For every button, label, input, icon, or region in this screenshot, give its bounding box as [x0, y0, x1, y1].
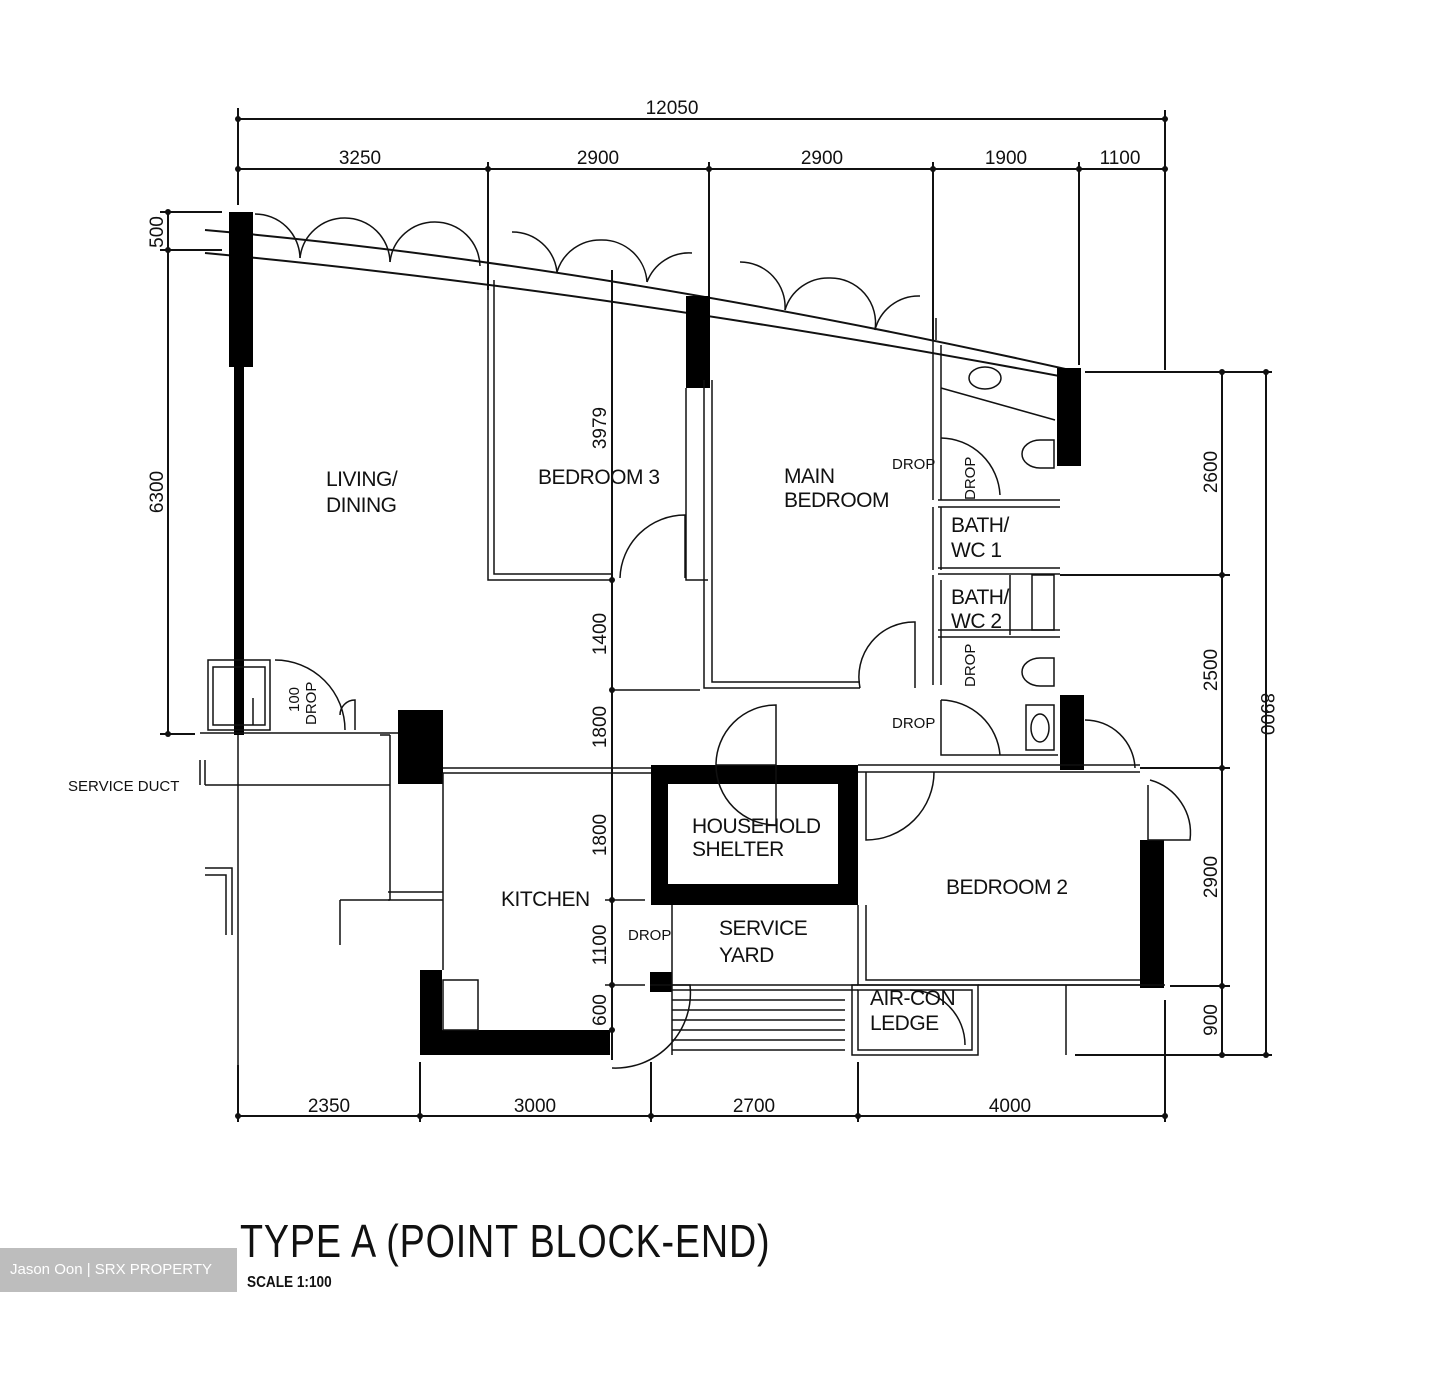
dim-bottom-4000: 4000 — [989, 1096, 1031, 1117]
dim-right-total: 8900 — [1256, 693, 1277, 735]
room-kitchen: KITCHEN — [501, 888, 590, 911]
room-main-bedroom-line1: MAIN — [784, 465, 835, 488]
drop-label-main-bath: DROP — [892, 456, 935, 473]
dim-top-total: 12050 — [646, 98, 699, 119]
room-bath1-line1: BATH/ — [951, 514, 1009, 537]
dim-left-6300: 6300 — [147, 471, 168, 513]
dim-top-2: 2900 — [577, 148, 619, 169]
dim-hall: 1800 — [590, 706, 611, 748]
dim-bedroom3-depth: 3979 — [590, 407, 611, 449]
dim-bottom-2700: 2700 — [733, 1096, 775, 1117]
room-service-yard-line2: YARD — [719, 944, 774, 967]
partitions — [199, 275, 1192, 1095]
dim-left-500: 500 — [147, 216, 168, 248]
dim-yard: 1100 — [590, 925, 611, 966]
room-service-yard-line1: SERVICE — [719, 917, 808, 940]
dim-top-5: 1100 — [1100, 148, 1141, 169]
dim-corridor: 1400 — [590, 613, 611, 655]
room-bedroom3: BEDROOM 3 — [538, 466, 660, 489]
dim-right-2900: 2900 — [1201, 856, 1222, 898]
bottom-dimension-lines — [235, 1000, 1168, 1122]
internal-dimension-chain — [605, 270, 645, 1060]
room-bath2-line1: BATH/ — [951, 586, 1009, 609]
curved-facade — [204, 213, 1071, 379]
plan-title: TYPE A (POINT BLOCK-END) — [240, 1215, 771, 1267]
drop-label-bath2: DROP — [962, 644, 979, 687]
room-aircon-ledge-line1: AIR-CON — [870, 987, 955, 1010]
plan-scale: SCALE 1:100 — [247, 1274, 332, 1291]
room-bath1-line2: WC 1 — [951, 539, 1002, 562]
room-household-shelter-line2: SHELTER — [692, 838, 784, 861]
dim-top-4: 1900 — [985, 148, 1027, 169]
room-household-shelter-line1: HOUSEHOLD — [692, 815, 821, 838]
dim-top-1: 3250 — [339, 148, 381, 169]
drop-label-yard: DROP — [628, 927, 671, 944]
dim-right-900: 900 — [1201, 1004, 1222, 1036]
walls — [229, 212, 1164, 1055]
drop-label-duct-value: 100 — [286, 687, 303, 712]
top-dimension-lines — [235, 108, 1168, 370]
dim-ledge: 600 — [590, 994, 611, 1026]
right-dimension-lines — [1060, 369, 1272, 1058]
dim-shelter: 1800 — [590, 814, 611, 856]
room-aircon-ledge-line2: LEDGE — [870, 1012, 939, 1035]
drop-label-duct: DROP — [303, 682, 320, 725]
room-living-dining-line1: LIVING/ — [326, 468, 398, 491]
room-bedroom2: BEDROOM 2 — [946, 876, 1068, 899]
room-main-bedroom-line2: BEDROOM — [784, 489, 889, 512]
drop-label-bath1: DROP — [962, 457, 979, 500]
dim-top-3: 2900 — [801, 148, 843, 169]
left-dimension-lines — [160, 209, 222, 737]
dim-bottom-3000: 3000 — [514, 1096, 556, 1117]
dim-right-2600: 2600 — [1201, 451, 1222, 493]
label-service-duct: SERVICE DUCT — [68, 778, 179, 795]
room-living-dining-line2: DINING — [326, 494, 397, 517]
dim-bottom-2350: 2350 — [308, 1096, 350, 1117]
watermark: Jason Oon | SRX PROPERTY — [0, 1248, 237, 1292]
laundry-rack — [672, 999, 845, 1051]
room-bath2-line2: WC 2 — [951, 610, 1002, 633]
drop-label-hall: DROP — [892, 715, 935, 732]
dim-right-2500: 2500 — [1201, 649, 1222, 691]
